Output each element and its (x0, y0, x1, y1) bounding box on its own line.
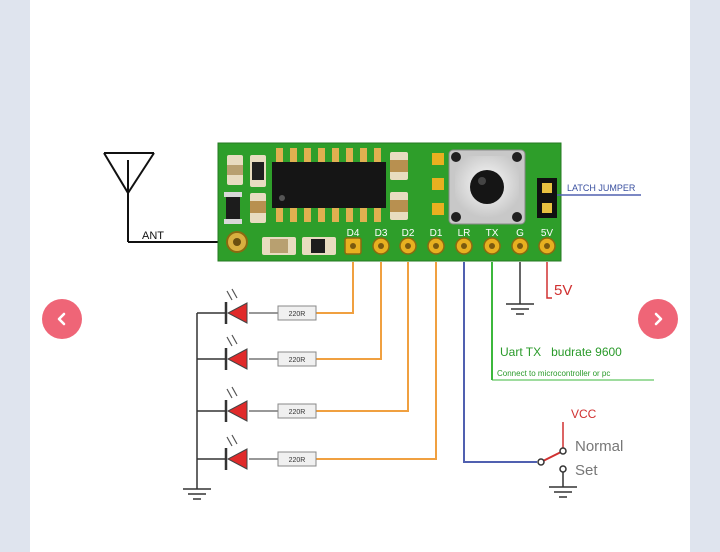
power-5v-label: 5V (554, 282, 572, 299)
latch-jumper-label: LATCH JUMPER (567, 183, 636, 193)
pin-label-tx: TX (486, 228, 499, 239)
led-1 (197, 288, 248, 324)
pin-label-lr: LR (458, 228, 471, 239)
uart-label: Uart TX budrate 9600 (500, 345, 622, 359)
resistors: 220R 220R 220R 220R (249, 305, 317, 467)
antenna-label: ANT (142, 230, 164, 242)
module-ground-symbol (506, 262, 534, 315)
uart-sub-label: Connect to microcontroller or pc (497, 369, 610, 378)
learn-push-button (448, 149, 526, 225)
ic-chip (272, 148, 386, 222)
led-3 (197, 386, 248, 422)
resistor-label-4: 220R (289, 457, 306, 464)
learn-mode-wire (463, 262, 537, 463)
led-array (197, 288, 248, 470)
pin-label-d1: D1 (430, 228, 443, 239)
resistor-label-1: 220R (289, 311, 306, 318)
pin-label-g: G (516, 228, 524, 239)
chevron-right-icon (654, 312, 663, 326)
power-5v-wire (546, 262, 552, 299)
antenna-symbol (103, 152, 222, 243)
receiver-module-pcb: D4 D3 D2 D1 LR TX G 5V (217, 142, 562, 262)
chevron-left-icon (57, 312, 66, 326)
led-4 (197, 434, 248, 470)
data-wires (316, 262, 437, 460)
normal-mode-label: Normal (575, 438, 623, 455)
previous-image-button[interactable] (42, 299, 82, 339)
next-image-button[interactable] (638, 299, 678, 339)
latch-jumper (537, 178, 557, 218)
led-ground-symbol (183, 313, 211, 500)
smd-components (224, 152, 444, 255)
pin-label-5v: 5V (541, 228, 554, 239)
pin-label-d3: D3 (375, 228, 388, 239)
led-2 (197, 334, 248, 370)
mode-switch (537, 422, 577, 498)
resistor-label-2: 220R (289, 357, 306, 364)
pin-label-d4: D4 (347, 228, 360, 239)
set-mode-label: Set (575, 462, 598, 479)
vcc-label: VCC (571, 407, 597, 421)
resistor-label-3: 220R (289, 409, 306, 416)
pin-label-d2: D2 (402, 228, 415, 239)
